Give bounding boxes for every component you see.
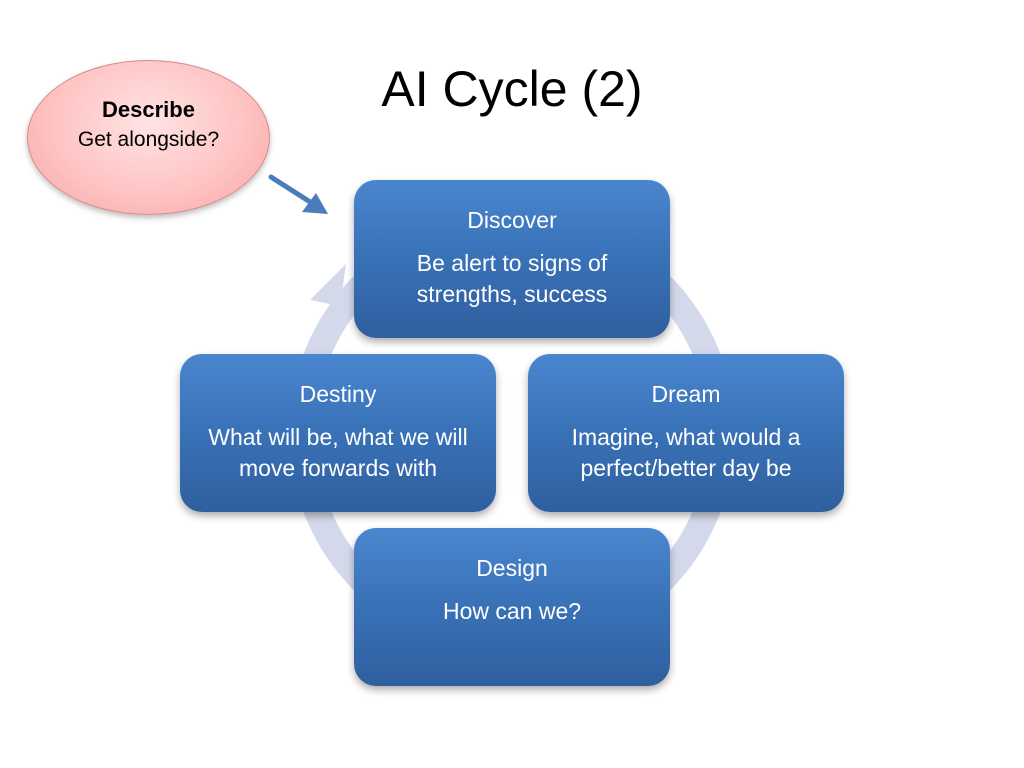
describe-callout: Describe Get alongside? xyxy=(27,60,270,215)
callout-heading: Describe xyxy=(102,97,195,122)
step-design-title: Design xyxy=(476,555,548,581)
callout-arrow-icon xyxy=(268,174,328,214)
step-dream-title: Dream xyxy=(651,381,721,407)
step-destiny-description: What will be, what we will move forwards… xyxy=(208,424,468,481)
step-destiny: Destiny What will be, what we will move … xyxy=(180,354,496,512)
step-design: Design How can we? xyxy=(354,528,670,686)
callout-text: Get alongside? xyxy=(77,128,220,151)
step-design-description: How can we? xyxy=(442,598,582,624)
cycle-arrowhead-icon xyxy=(310,264,346,306)
step-discover-title: Discover xyxy=(467,207,557,233)
step-dream-description: Imagine, what would a perfect/better day… xyxy=(571,424,801,481)
step-discover-description: Be alert to signs of strengths, success xyxy=(416,250,608,307)
slide-title: AI Cycle (2) xyxy=(381,61,643,117)
step-dream: Dream Imagine, what would a perfect/bett… xyxy=(528,354,844,512)
step-destiny-title: Destiny xyxy=(299,381,377,407)
step-discover: Discover Be alert to signs of strengths,… xyxy=(354,180,670,338)
